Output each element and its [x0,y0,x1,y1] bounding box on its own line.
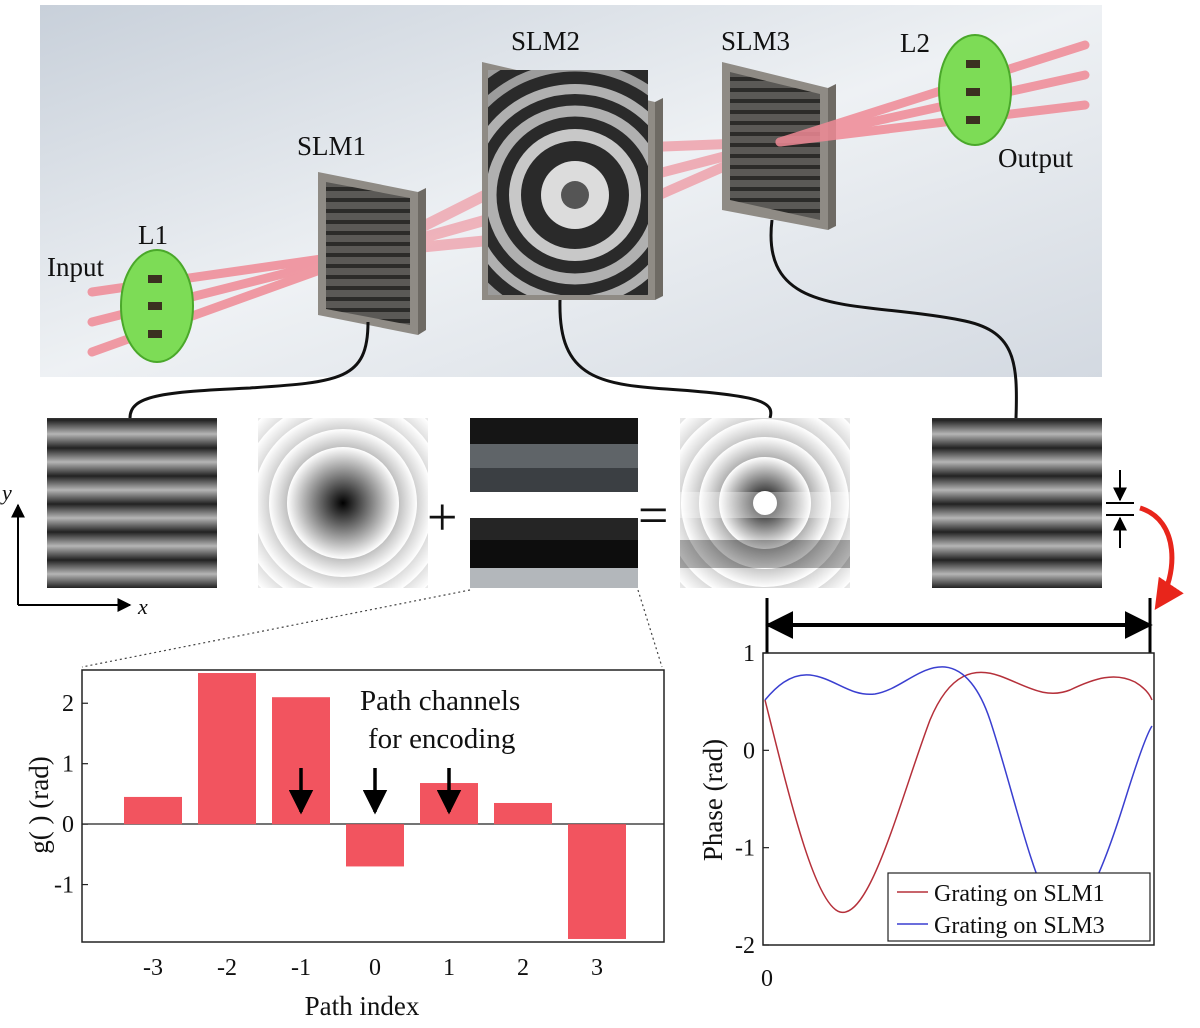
bar-x-tick--2: -2 [217,955,237,981]
lens-l1 [120,249,194,363]
label-l1: L1 [138,220,168,250]
hologram-slm3-grating [932,418,1102,588]
bar-y-tick-1: 1 [62,752,74,778]
phase-legend-box [887,872,1151,942]
bar-annotation-line1: Path channels [360,685,520,717]
red-curved-arrow [1139,505,1184,610]
bar-y-tick--1: -1 [54,873,74,899]
bar-0 [346,824,404,867]
phase-y-tick--2: -2 [735,933,755,959]
bar-y-ticks: 2 1 0 -1 [54,691,88,899]
bar-chart: 2 1 0 -1 -3 -2 -1 0 1 2 3 Path channels for encod… [24,669,665,1021]
axis-y-label: y [0,480,12,505]
phase-y-tick-0: 0 [743,738,755,764]
phase-curve-slm1 [764,671,1153,913]
phase-y-tick-1: 1 [743,641,755,667]
phase-chart: 1 0 -1 -2 0 Phase (rad) Grating on SLM1 Gra… [698,598,1155,992]
lens-l2 [938,34,1012,146]
hologram-row: + = [0,418,1184,619]
label-slm3: SLM3 [721,26,790,56]
connector-cables [128,219,1018,419]
plus-sign: + [427,487,457,547]
equals-sign: = [638,485,668,545]
slm3-device [722,62,836,230]
bar-x-tick-2: 2 [517,955,529,981]
bar-x-tick-3: 3 [591,955,603,981]
period-indicator [1106,470,1134,548]
optical-setup-panel: Input L1 SLM1 SLM2 SLM3 L2 Output [40,5,1102,377]
bar-x-tick--3: -3 [143,955,163,981]
bar-x-ticks: -3 -2 -1 0 1 2 3 [143,955,603,981]
label-l2: L2 [900,28,930,58]
bar-2 [494,802,552,825]
channel-arrows [288,768,462,815]
bar-y-label: g( ) (rad) [24,756,54,853]
phase-y-label: Phase (rad) [698,739,728,861]
phase-x-tick: 0 [761,966,773,992]
hologram-lens-phase [258,418,428,588]
bar-x-tick-0: 0 [369,955,381,981]
phase-curve-slm3 [764,666,1153,916]
bar-3 [568,824,626,939]
bar-x-label: Path index [305,991,420,1021]
hologram-slm2-combined [680,418,850,588]
hologram-slm1-grating [47,418,217,588]
bar--2 [198,673,256,825]
legend-label-slm1: Grating on SLM1 [934,881,1105,907]
label-output: Output [998,143,1074,173]
phase-y-tick--1: -1 [735,836,755,862]
slm2-device [482,62,663,300]
bar-series [124,673,626,939]
bar--3 [124,796,182,825]
phase-legend: Grating on SLM1 Grating on SLM3 [887,872,1151,942]
label-input: Input [47,252,104,282]
axis-x-label: x [137,594,148,619]
phase-y-ticks: 1 0 -1 -2 [735,641,769,959]
bar-y-tick-0: 0 [62,812,74,838]
bar-annotation-line2: for encoding [368,723,515,755]
label-slm1: SLM1 [297,131,366,161]
label-slm2: SLM2 [511,26,580,56]
bar-x-tick-1: 1 [443,955,455,981]
zoom-lines [81,589,663,668]
legend-label-slm3: Grating on SLM3 [934,913,1105,939]
bar-x-tick--1: -1 [291,955,311,981]
bar-y-tick-2: 2 [62,691,74,717]
slm1-device [318,172,426,335]
hologram-path-phase [470,418,638,588]
output-beams [775,40,1090,147]
xy-axes [11,503,132,612]
